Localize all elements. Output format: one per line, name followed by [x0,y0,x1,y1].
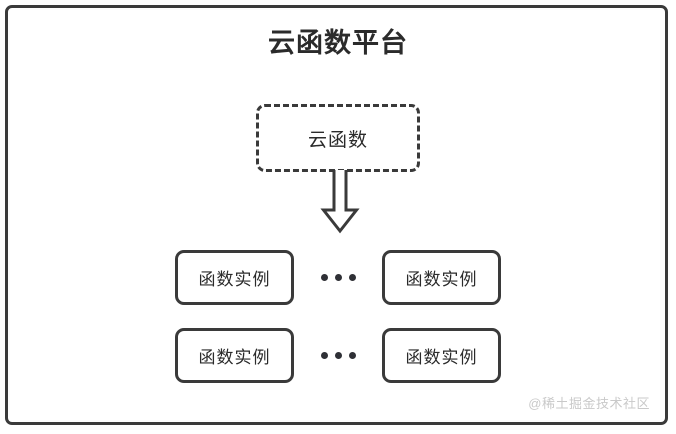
function-instance-box: 函数实例 [382,250,501,305]
watermark: @稀土掘金技术社区 [528,396,650,411]
ellipsis-dot [348,352,356,359]
function-instance-box: 函数实例 [175,250,294,305]
cloud-function-node: 云函数 [256,104,420,172]
function-instance-label: 函数实例 [405,348,478,367]
ellipsis-icon [294,352,382,359]
ellipsis-dot [348,274,356,281]
down-arrow-icon [320,170,360,234]
function-instance-box: 函数实例 [382,328,501,383]
instance-row: 函数实例 函数实例 [0,250,676,305]
cloud-function-node-label: 云函数 [307,129,368,151]
page-title: 云函数平台 [268,28,408,58]
function-instance-box: 函数实例 [175,328,294,383]
function-instance-label: 函数实例 [198,270,271,289]
ellipsis-dot [320,352,328,359]
ellipsis-dot [320,274,328,281]
instance-row: 函数实例 函数实例 [0,328,676,383]
ellipsis-dot [334,274,342,281]
ellipsis-icon [294,274,382,281]
function-instances-area: 函数实例 函数实例 函数实例 函数实例 [0,250,676,406]
function-instance-label: 函数实例 [198,348,271,367]
function-instance-label: 函数实例 [405,270,478,289]
ellipsis-dot [334,352,342,359]
